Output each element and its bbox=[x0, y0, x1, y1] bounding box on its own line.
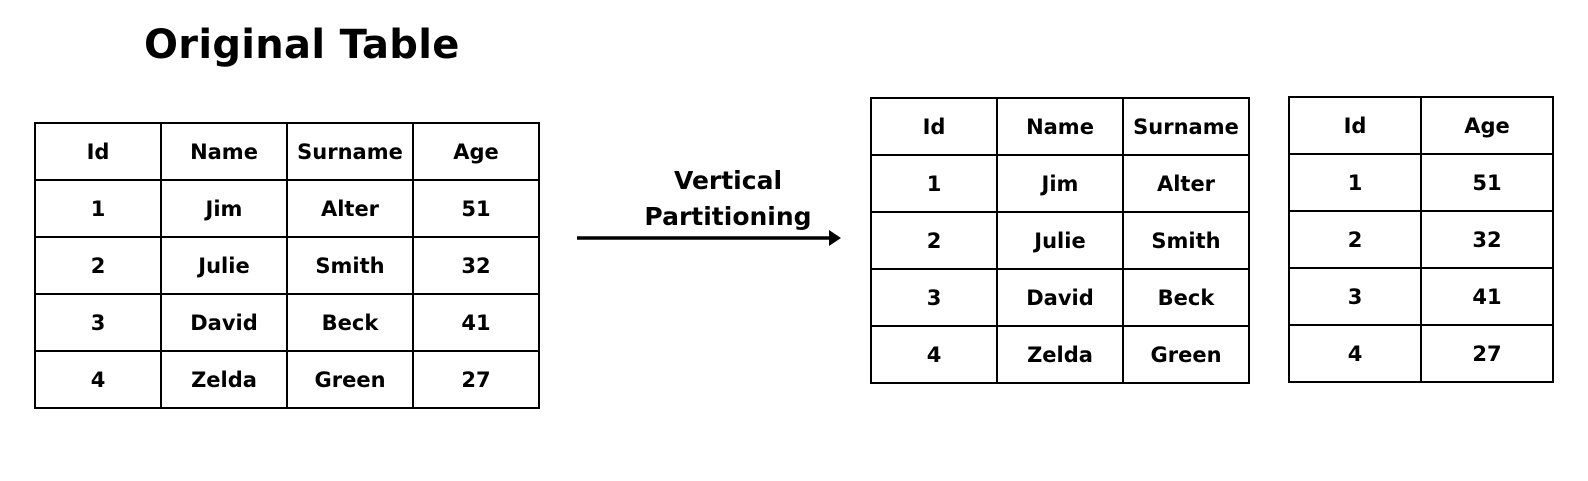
table-cell: 27 bbox=[1420, 324, 1554, 383]
table-cell: 51 bbox=[412, 179, 540, 238]
table-cell: 51 bbox=[1420, 153, 1554, 212]
column-header: Id bbox=[1288, 96, 1422, 155]
table-cell: 2 bbox=[1288, 210, 1422, 269]
table-cell: Green bbox=[286, 350, 414, 409]
table-cell: 41 bbox=[1420, 267, 1554, 326]
column-header: Name bbox=[160, 122, 288, 181]
table-cell: Green bbox=[1122, 325, 1250, 384]
column-header: Name bbox=[996, 97, 1124, 156]
table-cell: Zelda bbox=[996, 325, 1124, 384]
table-cell: 27 bbox=[412, 350, 540, 409]
table-cell: David bbox=[160, 293, 288, 352]
table-cell: Zelda bbox=[160, 350, 288, 409]
table-cell: 4 bbox=[1288, 324, 1422, 383]
column-header: Id bbox=[870, 97, 998, 156]
table-cell: Alter bbox=[1122, 154, 1250, 213]
partition-operation-label: Vertical Partitioning bbox=[628, 163, 828, 235]
table-cell: 3 bbox=[870, 268, 998, 327]
operation-label-line-2: Partitioning bbox=[644, 202, 812, 231]
table-cell: Smith bbox=[1122, 211, 1250, 270]
table-cell: 3 bbox=[34, 293, 162, 352]
table-cell: 1 bbox=[870, 154, 998, 213]
column-header: Surname bbox=[1122, 97, 1250, 156]
table-cell: 1 bbox=[1288, 153, 1422, 212]
column-header: Surname bbox=[286, 122, 414, 181]
table-cell: 2 bbox=[870, 211, 998, 270]
table-cell: 32 bbox=[412, 236, 540, 295]
table-cell: 3 bbox=[1288, 267, 1422, 326]
table-cell: Alter bbox=[286, 179, 414, 238]
diagram-title: Original Table bbox=[144, 22, 460, 68]
column-header: Age bbox=[1420, 96, 1554, 155]
table-cell: Smith bbox=[286, 236, 414, 295]
table-cell: David bbox=[996, 268, 1124, 327]
table-cell: 2 bbox=[34, 236, 162, 295]
operation-label-line-1: Vertical bbox=[673, 166, 783, 195]
table-cell: Jim bbox=[996, 154, 1124, 213]
table-cell: Beck bbox=[286, 293, 414, 352]
column-header: Id bbox=[34, 122, 162, 181]
table-cell: 1 bbox=[34, 179, 162, 238]
table-cell: Julie bbox=[160, 236, 288, 295]
table-cell: 41 bbox=[412, 293, 540, 352]
arrow-right-icon bbox=[577, 230, 841, 246]
table-cell: Jim bbox=[160, 179, 288, 238]
table-cell: 32 bbox=[1420, 210, 1554, 269]
column-header: Age bbox=[412, 122, 540, 181]
table-cell: Beck bbox=[1122, 268, 1250, 327]
table-cell: Julie bbox=[996, 211, 1124, 270]
table-cell: 4 bbox=[34, 350, 162, 409]
table-cell: 4 bbox=[870, 325, 998, 384]
